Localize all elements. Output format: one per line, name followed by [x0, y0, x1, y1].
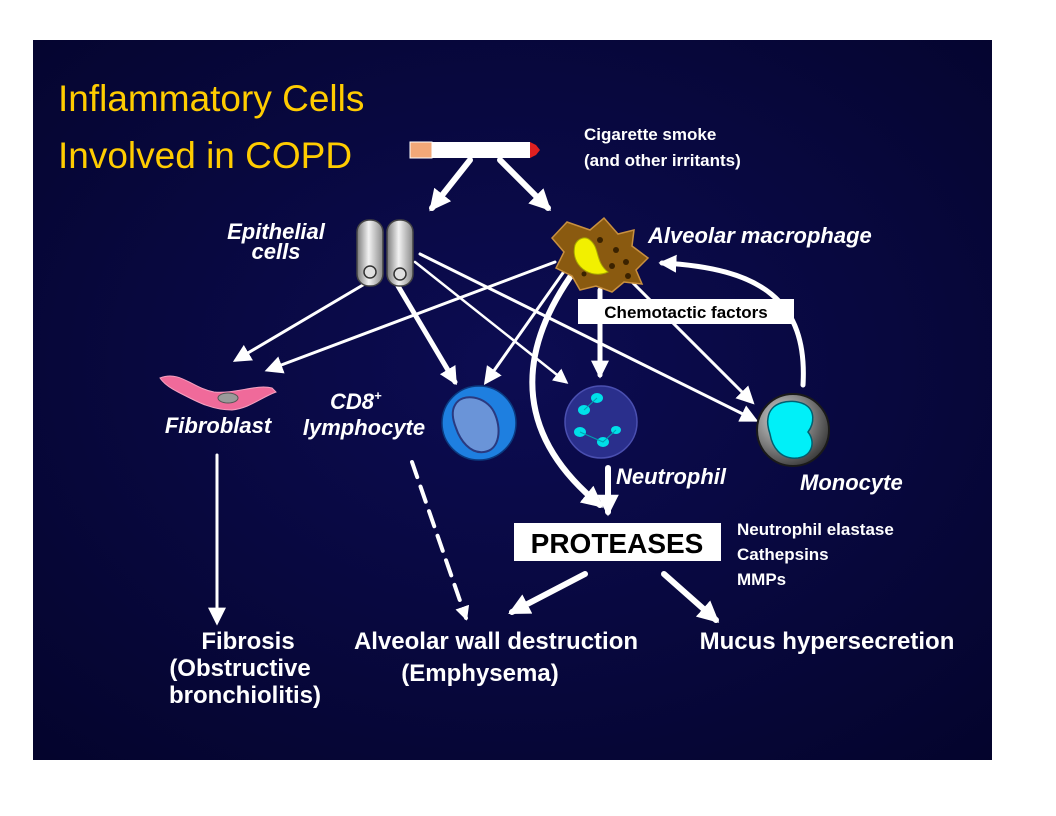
- title-line-2: Involved in COPD: [58, 135, 352, 176]
- cigarette-icon: [409, 141, 540, 159]
- proteases-box: [514, 523, 721, 561]
- macrophage-icon: [550, 216, 650, 293]
- fibroblast-label: Fibroblast: [165, 413, 273, 438]
- fibroblast-icon: [159, 375, 277, 411]
- arrow-lymphocyte-emphysema: [410, 460, 470, 621]
- cd8-label-sup: +: [374, 388, 382, 403]
- fibrosis-line-3: bronchiolitis): [169, 682, 321, 709]
- arrow-epithelial-fibroblast: [232, 280, 370, 362]
- neutrophil-icon: [564, 385, 638, 459]
- protease-item-2: Cathepsins: [737, 545, 829, 564]
- arrow-proteases-mucus: [661, 571, 720, 623]
- arrow-epithelial-monocyte: [418, 252, 759, 422]
- protease-item-1: Neutrophil elastase: [737, 520, 894, 539]
- arrow-epithelial-neutrophil: [413, 260, 569, 384]
- arrow-macrophage-fibroblast: [264, 260, 557, 374]
- lymphocyte-label: lymphocyte: [303, 415, 425, 440]
- epithelial-cells-icon: [356, 219, 414, 287]
- title-line-1: Inflammatory Cells: [58, 78, 364, 119]
- emphysema-line-2: (Emphysema): [401, 660, 558, 687]
- arrow-monocyte-macrophage: [658, 254, 806, 388]
- source-label-1: Cigarette smoke: [584, 125, 716, 144]
- arrow-macrophage-lymphocyte: [483, 268, 567, 385]
- chemotactic-label: Chemotactic factors: [604, 303, 767, 322]
- proteases-label: PROTEASES: [531, 528, 704, 559]
- neutrophil-label: Neutrophil: [616, 464, 727, 489]
- fibrosis-line-2: (Obstructive: [169, 655, 310, 682]
- epithelial-label-1: Epithelial: [227, 219, 326, 244]
- arrow-epithelial-lymphocyte: [395, 283, 458, 386]
- lymphocyte-icon: [441, 385, 517, 461]
- protease-item-3: MMPs: [737, 570, 786, 589]
- cd8-label-main: CD8: [330, 389, 375, 414]
- cd8-label: CD8+: [330, 388, 382, 414]
- arrow-macrophage-proteases: [529, 267, 604, 508]
- fibrosis-line-1: Fibrosis: [201, 628, 294, 655]
- macrophage-label: Alveolar macrophage: [647, 223, 872, 248]
- chemotactic-box: [578, 299, 794, 324]
- source-label-2: (and other irritants): [584, 151, 741, 170]
- arrow-smoke-epithelial: [429, 157, 473, 212]
- emphysema-line-1: Alveolar wall destruction: [354, 628, 638, 655]
- epithelial-label-2: cells: [252, 239, 301, 264]
- arrow-smoke-macrophage: [497, 157, 552, 212]
- mucus-label: Mucus hypersecretion: [700, 628, 955, 655]
- arrow-proteases-emphysema: [508, 571, 588, 615]
- monocyte-icon: [756, 393, 830, 467]
- monocyte-label: Monocyte: [800, 470, 903, 495]
